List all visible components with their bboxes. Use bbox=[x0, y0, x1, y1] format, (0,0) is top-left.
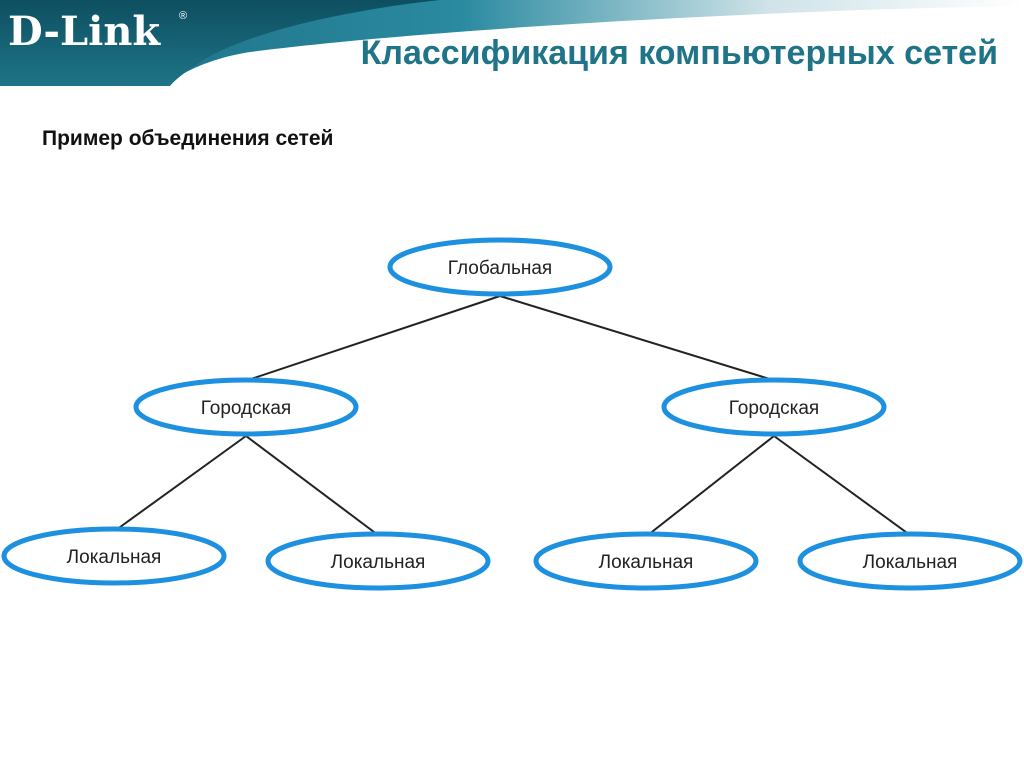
node-local-2: Локальная bbox=[265, 531, 491, 591]
node-city-right-label: Городская bbox=[729, 398, 819, 419]
node-city-left-ellipse bbox=[133, 377, 359, 437]
header-band-dark bbox=[0, 0, 440, 86]
node-city-right-ellipse bbox=[661, 377, 887, 437]
node-local-3: Локальная bbox=[533, 531, 759, 591]
registered-mark: ® bbox=[179, 10, 188, 22]
node-local-4-label: Локальная bbox=[863, 552, 958, 573]
node-local-2-label: Локальная bbox=[331, 552, 426, 573]
d-link-logo: D-Link bbox=[8, 8, 161, 55]
edge-city-left-local-2 bbox=[245, 435, 379, 536]
node-local-1: Локальная bbox=[1, 526, 227, 586]
node-city-left: Городская bbox=[133, 377, 359, 437]
slide-title: Классификация компьютерных сетей bbox=[360, 34, 998, 72]
node-local-2-ellipse bbox=[265, 531, 491, 591]
node-local-1-label: Локальная bbox=[67, 547, 162, 568]
node-city-right: Городская bbox=[661, 377, 887, 437]
node-local-3-ellipse bbox=[533, 531, 759, 591]
node-city-left-label: Городская bbox=[201, 398, 291, 419]
slide-subtitle: Пример объединения сетей bbox=[42, 127, 334, 150]
edge-city-left-local-1 bbox=[115, 435, 247, 531]
node-local-4-ellipse bbox=[797, 531, 1023, 591]
edge-city-right-local-4 bbox=[773, 435, 911, 536]
node-global-ellipse bbox=[387, 237, 613, 297]
edge-global-city-right bbox=[499, 295, 774, 381]
node-global-label: Глобальная bbox=[448, 258, 552, 279]
header-band bbox=[0, 0, 1024, 86]
edge-city-right-local-3 bbox=[647, 435, 775, 536]
node-local-4: Локальная bbox=[797, 531, 1023, 591]
node-global: Глобальная bbox=[387, 237, 613, 297]
edge-global-city-left bbox=[247, 295, 501, 381]
node-local-1-ellipse bbox=[1, 526, 227, 586]
node-local-3-label: Локальная bbox=[599, 552, 694, 573]
edges bbox=[115, 295, 911, 536]
